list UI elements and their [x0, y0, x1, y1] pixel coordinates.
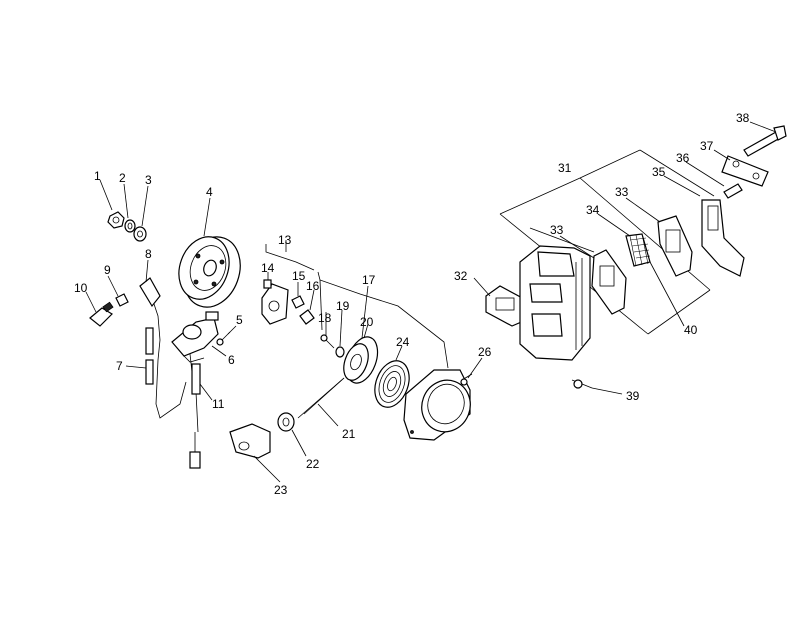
part-6-ignition-coil	[171, 311, 219, 363]
leader-lines	[85, 121, 777, 483]
callout-40: 40	[684, 323, 698, 337]
part-7-tube	[145, 327, 154, 385]
muffler	[519, 245, 591, 361]
callout-20: 20	[360, 315, 374, 329]
callout-4: 4	[206, 185, 213, 199]
callout-16: 16	[306, 279, 320, 293]
callout-6: 6	[228, 353, 235, 367]
part-19-washer	[335, 346, 345, 358]
part-39-bolt	[571, 379, 593, 389]
part-40-bolt	[723, 183, 743, 199]
part-1-nut	[107, 211, 125, 229]
callout-21: 21	[342, 427, 356, 441]
callout-8: 8	[145, 247, 152, 261]
part-33-bracket	[529, 227, 595, 253]
starter-case	[403, 369, 471, 441]
callout-17: 17	[362, 273, 376, 287]
part-34-screen	[625, 233, 651, 267]
callout-3: 3	[145, 173, 152, 187]
callout-1: 1	[94, 169, 101, 183]
callout-38: 38	[736, 111, 750, 125]
callout-24: 24	[396, 335, 410, 349]
part-17-bracket	[317, 271, 449, 369]
callout-33b: 33	[615, 185, 629, 199]
callout-35: 35	[652, 165, 666, 179]
callout-33a: 33	[550, 223, 564, 237]
part-37-plate	[721, 155, 769, 187]
part-3-washer	[133, 226, 147, 242]
part-14-spring	[263, 279, 272, 289]
part-18-screw	[320, 334, 335, 349]
callout-34: 34	[586, 203, 600, 217]
part-33-gasket	[591, 249, 627, 315]
part-15-pawl	[291, 295, 305, 309]
callout-18: 18	[318, 311, 332, 325]
part-4-flywheel	[178, 236, 241, 308]
callout-13: 13	[278, 233, 292, 247]
callout-11: 11	[212, 397, 225, 411]
callout-23: 23	[274, 483, 288, 497]
starter-pulley-hub	[261, 283, 289, 325]
part-20-reel	[303, 336, 379, 415]
callout-19: 19	[336, 299, 350, 313]
callout-26: 26	[478, 345, 492, 359]
callout-5: 5	[236, 313, 243, 327]
part-16-pawl	[299, 309, 315, 325]
callout-9: 9	[104, 263, 111, 277]
part-36-deflector	[701, 199, 745, 277]
callout-14: 14	[261, 261, 275, 275]
part-5-screw	[216, 331, 231, 346]
callout-22: 22	[306, 457, 320, 471]
callout-15: 15	[292, 269, 306, 283]
callout-7: 7	[116, 359, 123, 373]
callout-labels: 1 2 3 4 5 6 7 8 9 10 11 13 14 15 16 17 1…	[74, 111, 750, 497]
callout-10: 10	[74, 281, 88, 295]
callout-32: 32	[454, 269, 468, 283]
part-2-washer	[124, 219, 136, 233]
callout-2: 2	[119, 171, 126, 185]
callout-39: 39	[626, 389, 640, 403]
callout-37: 37	[700, 139, 714, 153]
part-23-handle	[229, 423, 271, 459]
part-21-rope	[297, 377, 345, 419]
part-9-clip	[115, 293, 129, 307]
part-8-plug-cap	[139, 277, 187, 419]
part-38-bolt	[743, 125, 787, 157]
part-10-spark-plug	[89, 301, 114, 327]
part-24-recoil-spring	[374, 360, 410, 408]
part-13-bracket	[265, 244, 315, 271]
part-11-lead-wire	[189, 353, 201, 469]
callout-31: 31	[558, 161, 572, 175]
part-35-plate	[657, 215, 693, 277]
callout-36: 36	[676, 151, 690, 165]
part-22-rope-guide	[277, 412, 295, 432]
